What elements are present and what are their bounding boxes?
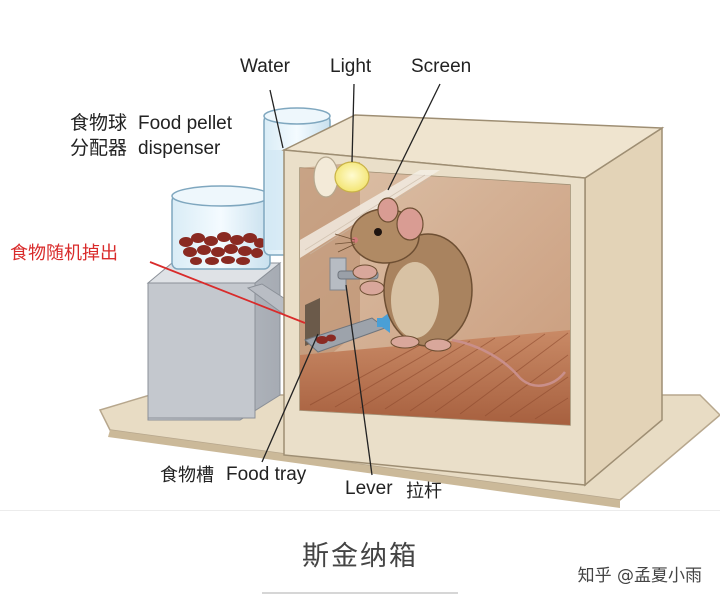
food-tray-en-label: Food tray — [226, 464, 307, 485]
watermark: 知乎 @孟夏小雨 — [577, 566, 702, 586]
dispenser-en-label-1: Food pellet — [138, 113, 233, 134]
light-leader — [351, 83, 355, 163]
speaker-icon — [377, 312, 390, 333]
random-drop-leader — [149, 261, 306, 324]
figure-caption: 斯金纳箱 — [302, 541, 418, 572]
dispenser-cn-label-1: 食物球 — [70, 113, 128, 134]
lever-leader — [345, 284, 373, 476]
lever-cn-label: 拉杆 — [406, 481, 442, 501]
tray-leader — [261, 333, 319, 463]
food-pellet-jar — [171, 185, 271, 270]
screen-label: Screen — [411, 56, 472, 77]
mouse — [334, 197, 566, 387]
caption-divider — [0, 510, 720, 511]
caption-underline — [262, 592, 458, 594]
light-label: Light — [330, 56, 372, 77]
random-drop-label: 食物随机掉出 — [10, 243, 118, 263]
water-label: Water — [240, 56, 290, 77]
screen-leader — [387, 83, 441, 191]
water-leader — [269, 89, 284, 149]
light-bulb — [313, 156, 370, 198]
food-tray-cn-label: 食物槽 — [160, 465, 214, 485]
food-tray — [304, 298, 387, 353]
dispenser-cn-label-2: 分配器 — [70, 138, 128, 159]
food-pellets — [179, 232, 266, 265]
dispenser-en-label-2: dispenser — [138, 138, 221, 159]
lever-en-label: Lever — [345, 478, 393, 499]
leader-lines — [261, 83, 441, 476]
